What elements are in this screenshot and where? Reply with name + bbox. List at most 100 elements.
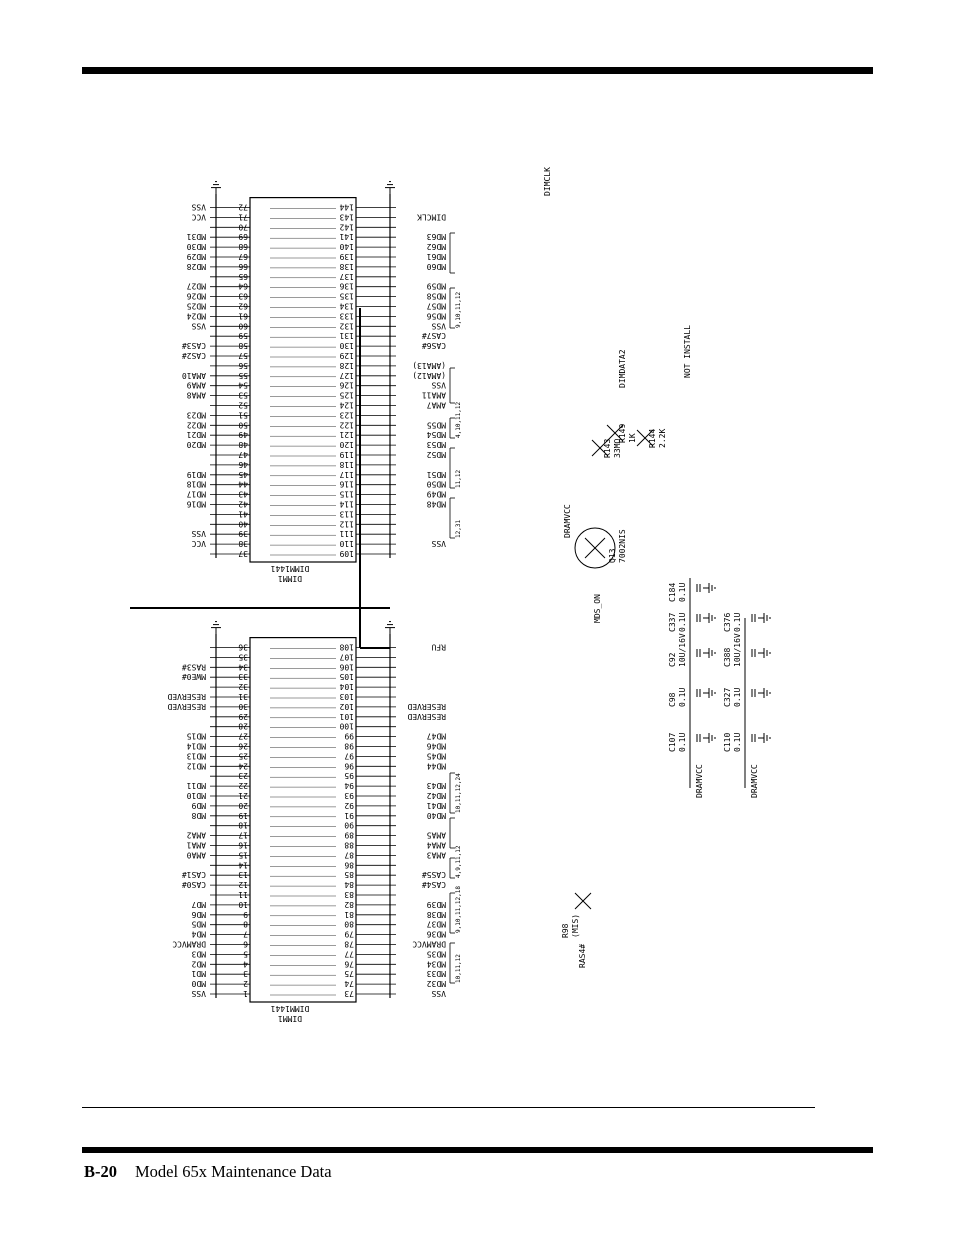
net-label: DIMCLK [543, 167, 552, 196]
connector-part: DIMM1441 [271, 1004, 310, 1013]
pin-signal-label: RESERVED [407, 702, 446, 711]
pin-signal-label: MD41 [427, 801, 446, 810]
pin-signal-label: AMA2 [187, 831, 206, 840]
pin-number: 37 [238, 549, 248, 558]
pin-signal-label: RESERVED [407, 712, 446, 721]
component-ref: C337 [668, 613, 677, 632]
pin-signal-label: MD16 [187, 500, 206, 509]
pin-number: 76 [344, 959, 354, 968]
pin-signal-label: MD9 [191, 801, 206, 810]
pin-number: 109 [339, 549, 354, 558]
pin-signal-label: MD53 [427, 440, 446, 449]
ground-symbol [703, 733, 716, 743]
pin-number: 1 [243, 989, 248, 998]
pin-signal-label: MD2 [191, 959, 206, 968]
pin-signal-label: VSS [431, 989, 446, 998]
pin-signal-label: MD21 [187, 430, 206, 439]
net-label: DIMDATA2 [618, 349, 627, 388]
pin-signal-label: MD40 [427, 811, 446, 820]
connector-name: DIMM1 [278, 1014, 302, 1023]
pin-signal-label: AMA9 [187, 381, 206, 390]
pin-signal-label: DRAMVCC [172, 940, 206, 949]
pin-signal-label: MD38 [427, 910, 446, 919]
pin-number: 13 [238, 870, 248, 879]
pin-number: 81 [344, 910, 354, 919]
pin-signal-label: MD24 [187, 311, 206, 320]
signal-bus-bracket [449, 367, 455, 404]
pin-number: 49 [238, 430, 248, 439]
pin-number: 102 [339, 702, 354, 711]
pin-signal-label: MD46 [427, 742, 446, 751]
pin-signal-label: MD14 [187, 742, 206, 751]
pin-signal-label: MD52 [427, 450, 446, 459]
bottom-rule [82, 1147, 873, 1153]
pin-signal-label: MD17 [187, 490, 206, 499]
pin-number: 39 [238, 529, 248, 538]
pin-number: 45 [238, 470, 248, 479]
component-value: 0.1U [733, 733, 742, 752]
pin-number: 82 [344, 900, 354, 909]
pin-signal-label: RESERVED [167, 692, 206, 701]
pin-signal-label: MWE0# [182, 672, 206, 681]
pin-number: 33 [238, 672, 248, 681]
pin-number: 121 [339, 430, 354, 439]
pin-signal-label: MD55 [427, 420, 446, 429]
pin-number: 62 [238, 302, 248, 311]
pin-number: 29 [238, 712, 248, 721]
pin-signal-label: MD0 [191, 979, 206, 988]
pin-number: 61 [238, 311, 248, 320]
pin-signal-label: MD22 [187, 420, 206, 429]
ground-symbol [758, 648, 771, 658]
pin-number: 75 [344, 969, 354, 978]
pin-number: 27 [238, 732, 248, 741]
pin-signal-label: VSS [431, 381, 446, 390]
pin-number: 125 [339, 391, 354, 400]
pin-number: 130 [339, 341, 354, 350]
divider-line [82, 1107, 815, 1108]
pin-number: 99 [344, 732, 354, 741]
pin-number: 50 [238, 420, 248, 429]
pin-signal-label: MD32 [427, 979, 446, 988]
pin-number: 139 [339, 252, 354, 261]
page-reference-label: 10,11,12,24 [455, 773, 462, 813]
pin-number: 16 [238, 841, 248, 850]
pin-signal-label: MD43 [427, 781, 446, 790]
pin-number: 136 [339, 282, 354, 291]
pin-number: 127 [339, 371, 354, 380]
pin-number: 137 [339, 272, 354, 281]
signal-bus-bracket [449, 857, 455, 879]
pin-signal-label: MD36 [427, 930, 446, 939]
pin-number: 59 [238, 331, 248, 340]
pin-number: 30 [238, 702, 248, 711]
ground-symbol [703, 648, 716, 658]
pin-signal-label: MD8 [191, 811, 206, 820]
pin-number: 72 [238, 203, 248, 212]
page-reference-label: 12,31 [455, 520, 462, 538]
pin-signal-label: MD33 [427, 969, 446, 978]
pin-number: 70 [238, 222, 248, 231]
pin-number: 107 [339, 652, 354, 661]
pin-signal-label: RAS3# [182, 662, 206, 671]
pin-number: 103 [339, 692, 354, 701]
connector-name: DIMM1 [278, 574, 302, 583]
pin-number: 65 [238, 272, 248, 281]
pin-number: 106 [339, 662, 354, 671]
pin-signal-label: CAS6# [422, 341, 446, 350]
pin-signal-label: MD19 [187, 470, 206, 479]
pin-number: 101 [339, 712, 354, 721]
signal-bus-bracket [449, 447, 455, 489]
component-ref: C184 [668, 583, 677, 602]
pin-number: 128 [339, 361, 354, 370]
pin-signal-label: MD39 [427, 900, 446, 909]
page-number: B-20 [84, 1162, 117, 1181]
pin-number: 5 [243, 949, 248, 958]
pin-number: 119 [339, 450, 354, 459]
pin-number: 100 [339, 722, 354, 731]
pin-number: 114 [339, 500, 354, 509]
pin-number: 38 [238, 539, 248, 548]
pin-number: 48 [238, 440, 248, 449]
